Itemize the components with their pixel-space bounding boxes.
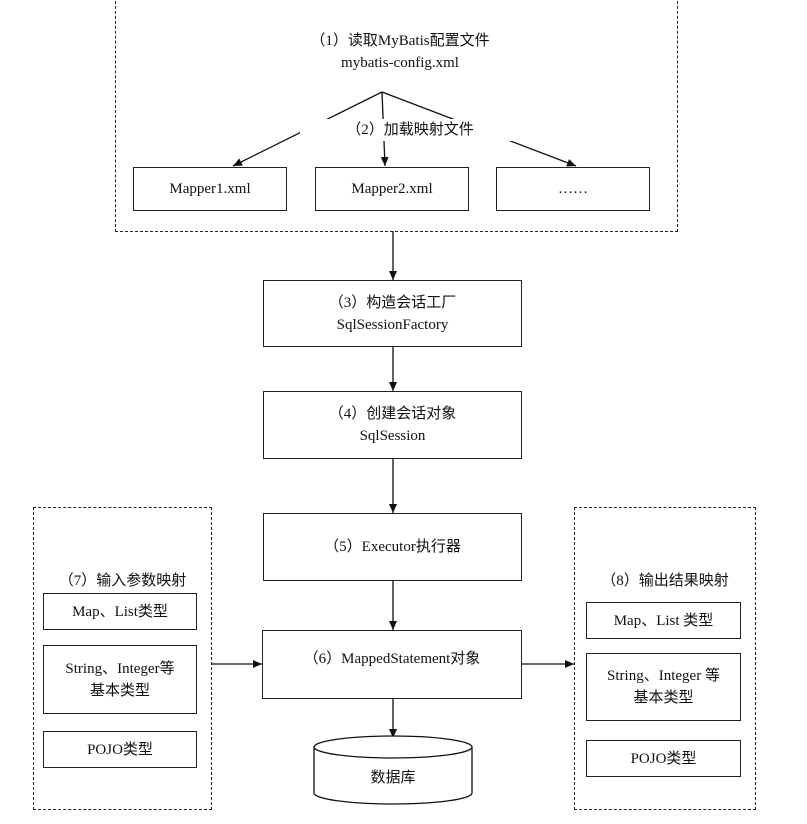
input-mapping-region — [33, 507, 212, 810]
output-item-string-integer-label: String、Integer 等 — [607, 668, 720, 684]
step3-name: SqlSessionFactory — [336, 316, 449, 333]
input-item-pojo-label: POJO类型 — [87, 741, 153, 758]
step4-title: （4）创建会话对象 — [328, 406, 457, 422]
step2-title: （2）加载映射文件 — [300, 119, 520, 141]
step6-title: （6）MappedStatement对象 — [303, 650, 481, 667]
mapper-box-3: …… — [496, 167, 650, 211]
step1-title: （1）读取MyBatis配置文件 — [310, 33, 490, 49]
output-mapping-title: （8）输出结果映射 — [601, 573, 729, 589]
step3-box: （3）构造会话工厂 SqlSessionFactory — [263, 280, 522, 347]
mapper-label-2: Mapper2.xml — [351, 181, 433, 197]
step5-title: （5）Executor执行器 — [324, 539, 461, 555]
database-label: 数据库 — [370, 770, 416, 786]
database-cylinder — [313, 735, 473, 805]
step4-name: SqlSession — [359, 428, 426, 444]
output-mapping-region — [574, 507, 756, 810]
step6-box: （6）MappedStatement对象 — [262, 630, 522, 699]
output-item-map-list: Map、List 类型 — [586, 602, 741, 639]
mapper-label-3: …… — [558, 181, 588, 197]
step1-file: mybatis-config.xml — [341, 55, 459, 71]
mapper-box-1: Mapper1.xml — [133, 167, 287, 211]
output-item-pojo-label: POJO类型 — [630, 750, 697, 767]
mapper-box-2: Mapper2.xml — [315, 167, 469, 211]
step4-box: （4）创建会话对象 SqlSession — [263, 391, 522, 459]
input-mapping-title: （7）输入参数映射 — [58, 573, 187, 589]
mapper-label-1: Mapper1.xml — [169, 181, 251, 197]
config-region — [115, 0, 678, 232]
input-item-map-list-label: Map、List类型 — [72, 603, 168, 620]
input-item-map-list: Map、List类型 — [43, 593, 197, 630]
output-item-string-integer: String、Integer 等 基本类型 — [586, 653, 741, 721]
input-item-string-integer-label: String、Integer等 — [65, 660, 175, 677]
output-item-pojo: POJO类型 — [586, 740, 741, 777]
input-item-pojo: POJO类型 — [43, 731, 197, 768]
step5-box: （5）Executor执行器 — [263, 513, 522, 581]
output-item-basic-label: 基本类型 — [633, 690, 694, 706]
input-item-string-integer: String、Integer等 基本类型 — [43, 645, 197, 714]
output-item-map-list-label: Map、List 类型 — [613, 612, 714, 629]
input-item-basic-label: 基本类型 — [89, 682, 150, 699]
step3-title: （3）构造会话工厂 — [328, 294, 457, 311]
